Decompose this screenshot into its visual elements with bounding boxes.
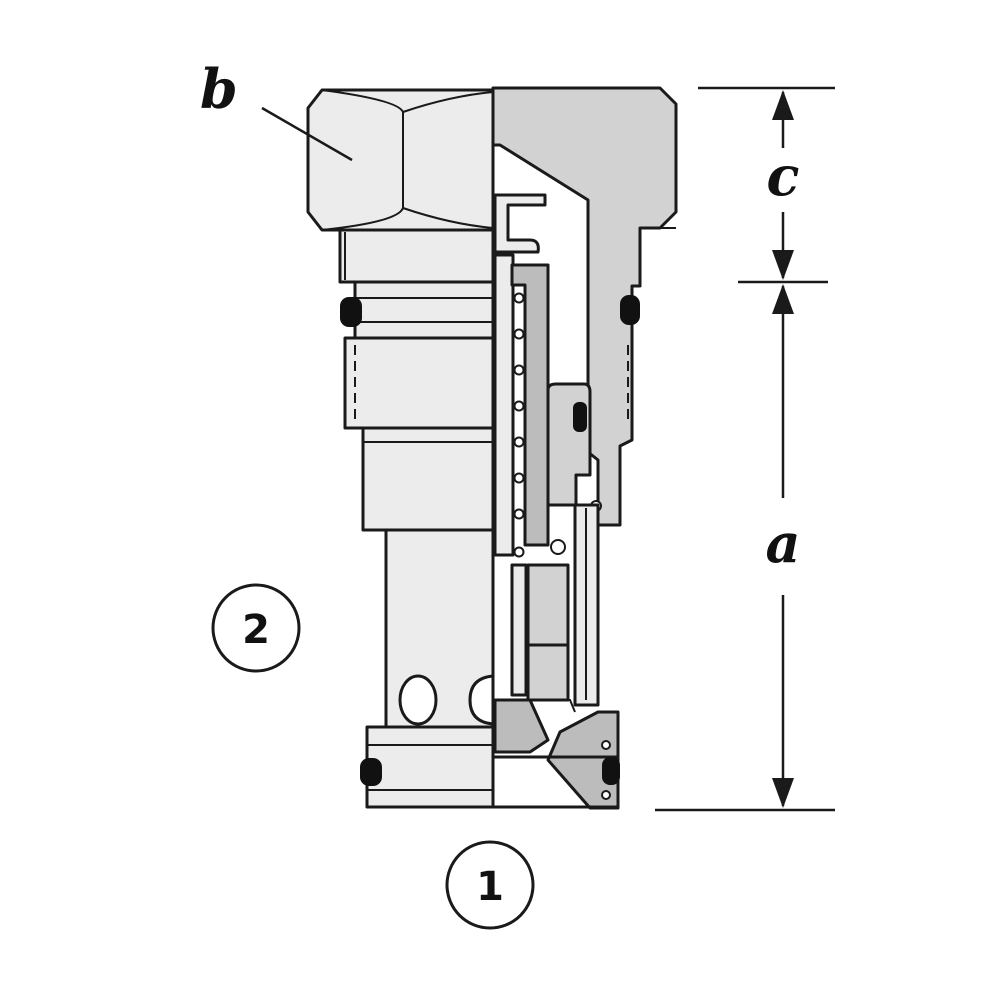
ball xyxy=(550,539,566,555)
lower-o-ring-right xyxy=(602,757,620,785)
label-a: a xyxy=(766,511,801,575)
lower-seat-left xyxy=(493,698,550,754)
upper-o-ring-right xyxy=(620,295,640,325)
arrowhead-a-top xyxy=(772,284,794,314)
inner-piston xyxy=(546,382,592,507)
port-1-circle xyxy=(445,840,535,930)
upper-seal-land xyxy=(353,280,495,340)
port-2-label: 2 xyxy=(242,607,270,653)
nut-neck xyxy=(338,228,495,284)
valve-section-half xyxy=(491,86,678,810)
port-2-marker: 2 xyxy=(211,583,301,673)
port-2-circle xyxy=(211,583,301,673)
label-b: b xyxy=(200,57,238,121)
port-1-marker: 1 xyxy=(445,840,535,930)
hex-nut-facet xyxy=(321,89,404,231)
retainer-clip xyxy=(493,193,547,254)
port-1-label: 1 xyxy=(476,864,504,910)
dimension-lines xyxy=(655,86,835,812)
poppet-body xyxy=(510,563,528,697)
housing-section xyxy=(491,86,678,527)
main-poppet xyxy=(526,563,570,647)
valve-exterior-half xyxy=(306,88,495,809)
spring xyxy=(513,292,525,558)
bottom-ring xyxy=(365,725,495,809)
hex-nut xyxy=(306,88,495,232)
arrowhead-a-bottom xyxy=(772,778,794,808)
label-c: c xyxy=(767,144,800,208)
piston-o-ring xyxy=(573,402,587,432)
body-lower-section xyxy=(361,426,495,532)
port-2-cross-hole-2 xyxy=(468,674,495,726)
lower-o-ring-left xyxy=(360,758,382,786)
leader-line-b xyxy=(261,106,353,162)
spring-guide xyxy=(493,253,515,557)
port-2-cross-hole xyxy=(398,674,438,726)
arrowhead-c-bottom xyxy=(772,250,794,280)
thread-band xyxy=(343,336,495,430)
poppet-stem xyxy=(510,263,550,547)
dimension-arrowheads xyxy=(772,90,794,808)
upper-o-ring-left xyxy=(340,297,362,327)
arrowhead-c-top xyxy=(772,90,794,120)
